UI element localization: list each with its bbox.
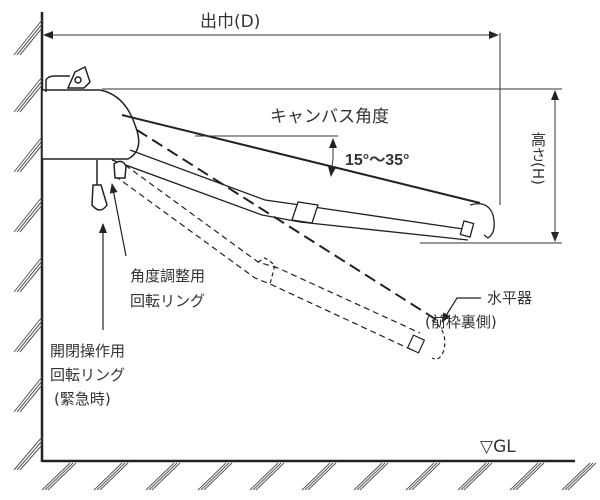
ground-hatch — [255, 462, 285, 491]
leader-lines — [99, 183, 481, 330]
ground-hatch — [96, 462, 126, 491]
ground-hatch — [564, 462, 594, 491]
ground-hatch — [515, 462, 545, 491]
ground-hatch — [460, 462, 490, 491]
ground-hatch — [44, 462, 74, 491]
ground-hatch — [252, 462, 282, 491]
ground-hatch — [145, 462, 175, 491]
open-ring-label-1: 開閉操作用 — [50, 342, 126, 360]
level-label-2: (前枠裏側) — [425, 313, 497, 331]
ground-hatch — [512, 462, 542, 491]
ground-hatch — [47, 462, 77, 491]
ground-hatch — [359, 462, 389, 491]
ground-hatch — [463, 462, 493, 491]
ground-hatch — [301, 462, 331, 491]
ground-hatch — [41, 462, 71, 491]
angle-ring-label-1: 角度調整用 — [130, 267, 206, 285]
ground-hatch — [200, 462, 230, 491]
height-label: 高さ(H) — [529, 132, 547, 185]
canvas-angle-label: キャンバス角度 — [270, 107, 389, 127]
ground-hatch — [151, 462, 181, 491]
wall — [13, 12, 44, 471]
canvas — [111, 114, 495, 241]
height-dimension — [102, 88, 562, 244]
ground-level-label: ▽GL — [480, 437, 516, 457]
angle-indicator — [195, 135, 338, 177]
folded-arm-dashed — [114, 129, 446, 360]
rings — [91, 160, 127, 211]
open-ring-label-3: (緊急時) — [54, 390, 111, 408]
ground-hatch — [99, 462, 129, 491]
level-label-1: 水平器 — [487, 289, 533, 307]
ground-hatch — [148, 462, 178, 491]
ground-hatch — [356, 462, 386, 491]
angle-range-label: 15°〜35° — [345, 152, 410, 169]
ground-hatch — [249, 462, 279, 491]
projection-dimension — [43, 31, 501, 205]
projection-label: 出巾(D) — [200, 12, 261, 32]
ground-hatch — [561, 462, 591, 491]
ground-hatch — [307, 462, 337, 491]
ground-hatch — [203, 462, 233, 491]
ground-hatch — [93, 462, 123, 491]
ground-hatch — [304, 462, 334, 491]
ground-hatch — [567, 462, 597, 491]
angle-ring-label-2: 回転リング — [130, 292, 206, 310]
ground-hatch — [405, 462, 435, 491]
ground-hatch — [197, 462, 227, 491]
ground-hatch — [457, 462, 487, 491]
ground-hatch — [408, 462, 438, 491]
ground-hatch — [353, 462, 383, 491]
awning-box — [41, 65, 140, 160]
ground-hatch — [411, 462, 441, 491]
ground — [41, 459, 597, 491]
open-ring-label-2: 回転リング — [50, 366, 126, 384]
ground-hatch — [509, 462, 539, 491]
